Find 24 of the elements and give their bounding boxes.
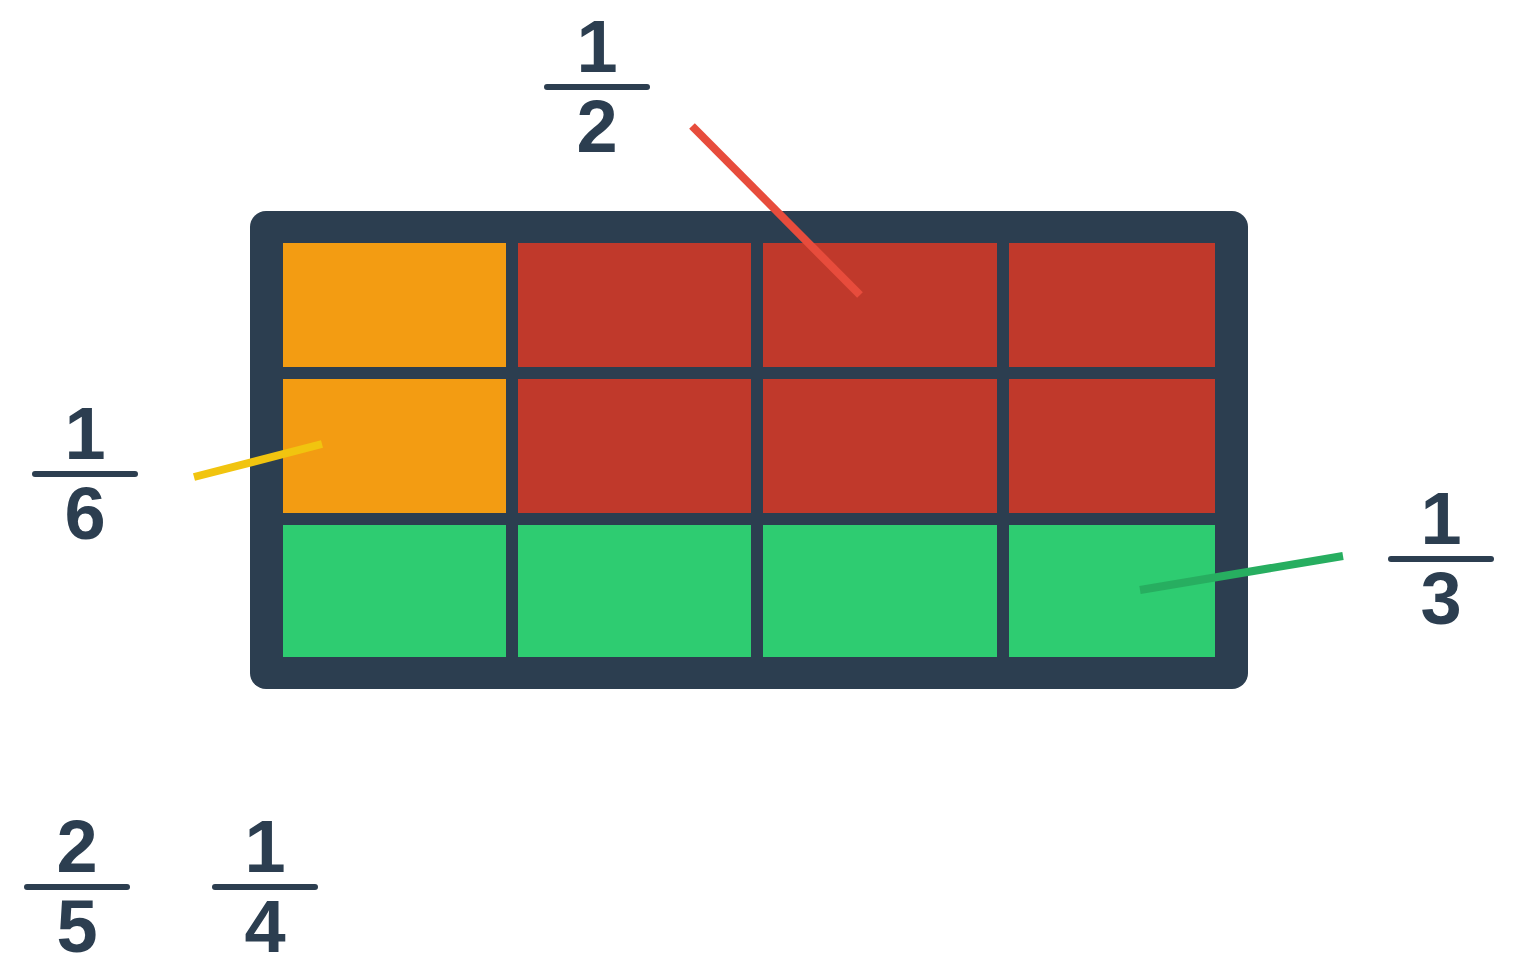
grid-cell (763, 243, 997, 367)
grid-cell (283, 243, 506, 367)
fraction-denominator: 5 (56, 895, 98, 959)
grid-cell (1009, 379, 1215, 513)
fraction-denominator: 6 (64, 482, 106, 546)
grid-cell (283, 525, 506, 657)
grid-cell (283, 379, 506, 513)
grid-cell (1009, 243, 1215, 367)
fraction-denominator: 4 (244, 895, 286, 959)
fraction-numerator: 1 (244, 815, 286, 879)
fraction-numerator: 1 (64, 402, 106, 466)
fraction-denominator: 2 (576, 95, 618, 159)
leader-line (193, 440, 323, 481)
grid-cell (763, 379, 997, 513)
frame (250, 211, 1248, 689)
grid-cell (763, 525, 997, 657)
grid-cell (1009, 525, 1215, 657)
grid-cell (518, 525, 751, 657)
grid-cell (518, 243, 751, 367)
fraction-numerator: 2 (56, 815, 98, 879)
fraction-denominator: 3 (1420, 567, 1462, 631)
fraction-numerator: 1 (1420, 487, 1462, 551)
grid-cell (518, 379, 751, 513)
fraction-numerator: 1 (576, 15, 618, 79)
